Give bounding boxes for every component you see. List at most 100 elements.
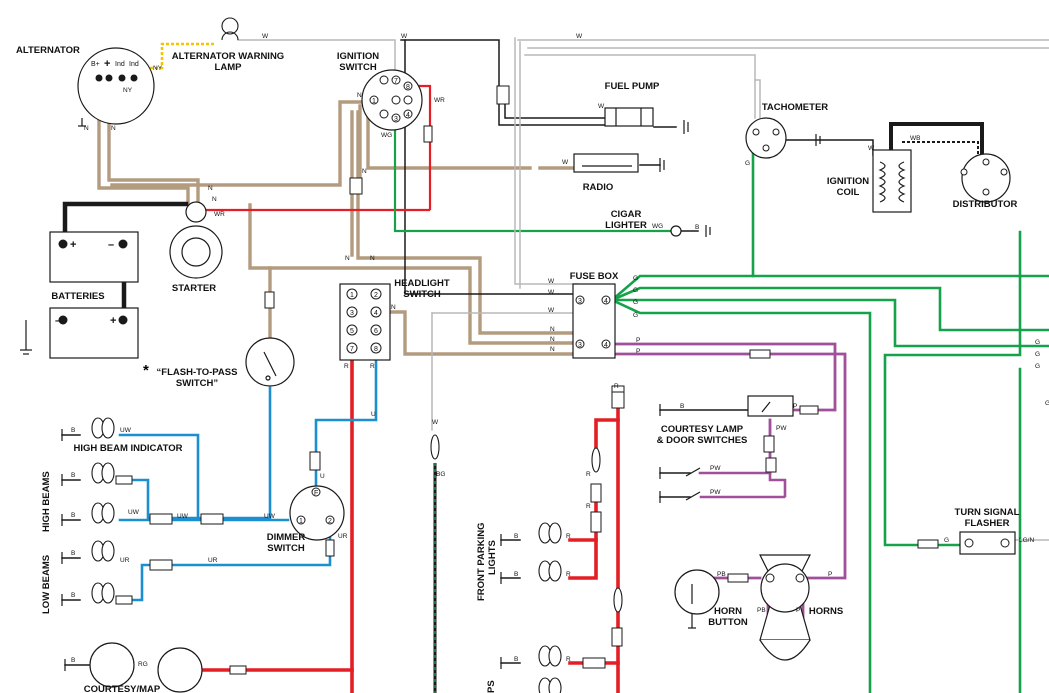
terminal-label: 2	[374, 292, 378, 299]
terminal-label: 4	[604, 298, 608, 305]
terminal-label: 4	[374, 310, 378, 317]
wire-code: G	[944, 537, 949, 544]
ignition-coil-label-2: COIL	[837, 187, 860, 198]
components	[20, 17, 1016, 693]
terminal-label: Ind	[115, 61, 125, 68]
wire-purple-white	[698, 471, 787, 499]
bulb-icon	[221, 17, 239, 41]
terminal-pins	[58, 74, 1010, 583]
wire-code: R	[566, 533, 571, 540]
wire-code: WG	[652, 223, 663, 230]
terminal-label: +	[110, 315, 116, 327]
alternator-warning-lamp-label-2: LAMP	[215, 62, 243, 73]
wire-code: PW	[776, 425, 787, 432]
wire-code: P	[636, 348, 640, 355]
bulb-icon	[91, 582, 115, 604]
ground-icon	[815, 134, 821, 146]
wire-code: P	[793, 403, 797, 410]
wire-code: NY	[153, 65, 163, 72]
ground-icon	[20, 320, 32, 355]
dimmer-switch-icon	[289, 485, 345, 541]
dimmer-switch-label-2: SWITCH	[267, 543, 305, 554]
wire-code: RG	[138, 661, 148, 668]
terminal-label: +	[70, 239, 76, 251]
courtesy-map-lamp-icon	[157, 647, 203, 693]
horn-button-label: HORN	[714, 606, 742, 617]
terminal-label: 4	[406, 112, 410, 119]
ground-icon	[705, 225, 711, 237]
terminal-label: +	[104, 58, 110, 70]
bulb-icon	[538, 560, 562, 582]
turn-signal-flasher-label-2: FLASHER	[965, 518, 1010, 529]
wire-code: G	[745, 160, 750, 167]
connectors	[115, 85, 939, 675]
bulb-icon	[538, 645, 562, 667]
turn-signal-flasher-icon	[959, 531, 1016, 555]
wire-code: G	[1035, 363, 1040, 370]
alternator-icon	[77, 47, 155, 125]
wire-code: UR	[338, 533, 348, 540]
horn-button-icon	[674, 569, 720, 615]
terminal-label: 1	[372, 98, 376, 105]
low-beams-label: LOW BEAMS	[41, 555, 52, 614]
wire-code: B	[514, 656, 518, 663]
wire-code: W	[432, 419, 439, 426]
wire-code: PB	[757, 607, 766, 614]
terminal-label: 3	[578, 298, 582, 305]
cigar-lighter-label: CIGAR	[611, 209, 642, 220]
starter-label: STARTER	[172, 283, 216, 294]
wire-code: W	[548, 307, 555, 314]
wire-code: N	[370, 255, 375, 262]
wire-code: G	[633, 275, 638, 282]
tachometer-label: TACHOMETER	[762, 102, 828, 113]
bulb-icon	[91, 462, 115, 484]
ignition-coil-icon	[872, 149, 912, 213]
wire-code: G	[633, 287, 638, 294]
terminal-label: 8	[374, 346, 378, 353]
wire-code: B	[514, 533, 518, 540]
batteries-label: BATTERIES	[51, 291, 104, 302]
wire-code: UW	[177, 513, 189, 520]
alternator-label: ALTERNATOR	[16, 45, 80, 56]
wire-code: P	[796, 607, 800, 614]
bulb-icon	[538, 522, 562, 544]
bulb-icon	[613, 587, 623, 613]
bulb-icon	[538, 677, 562, 693]
wire-code: B	[680, 403, 684, 410]
radio-icon	[573, 153, 639, 173]
wire-code: UW	[264, 513, 276, 520]
cigar-lighter-icon	[670, 225, 682, 237]
wire-brown	[97, 76, 580, 356]
fuel-pump-label: FUEL PUMP	[605, 81, 660, 92]
terminal-label: 2	[328, 518, 332, 525]
terminal-label: 3	[578, 342, 582, 349]
high-beam-indicator-label: HIGH BEAM INDICATOR	[74, 443, 183, 454]
courtesy-map-label: COURTESY/MAP	[84, 684, 161, 693]
distributor-label: DISTRIBUTOR	[953, 199, 1018, 210]
bulb-icon	[91, 502, 115, 524]
wire-code: UW	[128, 509, 140, 516]
wire-code: B	[71, 512, 75, 519]
courtesy-switch-icon	[747, 395, 794, 417]
wire-code: P	[828, 571, 832, 578]
wire-code: U	[320, 473, 325, 480]
wire-code: B	[71, 592, 75, 599]
terminal-label: 8	[406, 84, 410, 91]
wire-code: PW	[710, 489, 721, 496]
switch-contacts	[263, 351, 771, 604]
terminal-label: –	[55, 315, 61, 327]
wire-code: G	[1035, 339, 1040, 346]
cigar-lighter-label-2: LIGHTER	[605, 220, 647, 231]
front-parking-lights-label-2: LIGHTS	[487, 540, 498, 575]
wire-code: R	[566, 571, 571, 578]
ignition-switch-label: IGNITION	[337, 51, 379, 62]
wire-code: NY	[123, 87, 133, 94]
flash-to-pass-switch-icon	[245, 337, 295, 387]
ground-icon	[78, 118, 86, 127]
wire-code: U	[371, 411, 376, 418]
wire-code: W	[548, 289, 555, 296]
courtesy-lamp-label: COURTESY LAMP	[661, 424, 744, 435]
wire-code: W	[262, 33, 269, 40]
wire-codes: W W W W W W W W W W NY NY N N N N N N N …	[55, 33, 1049, 668]
